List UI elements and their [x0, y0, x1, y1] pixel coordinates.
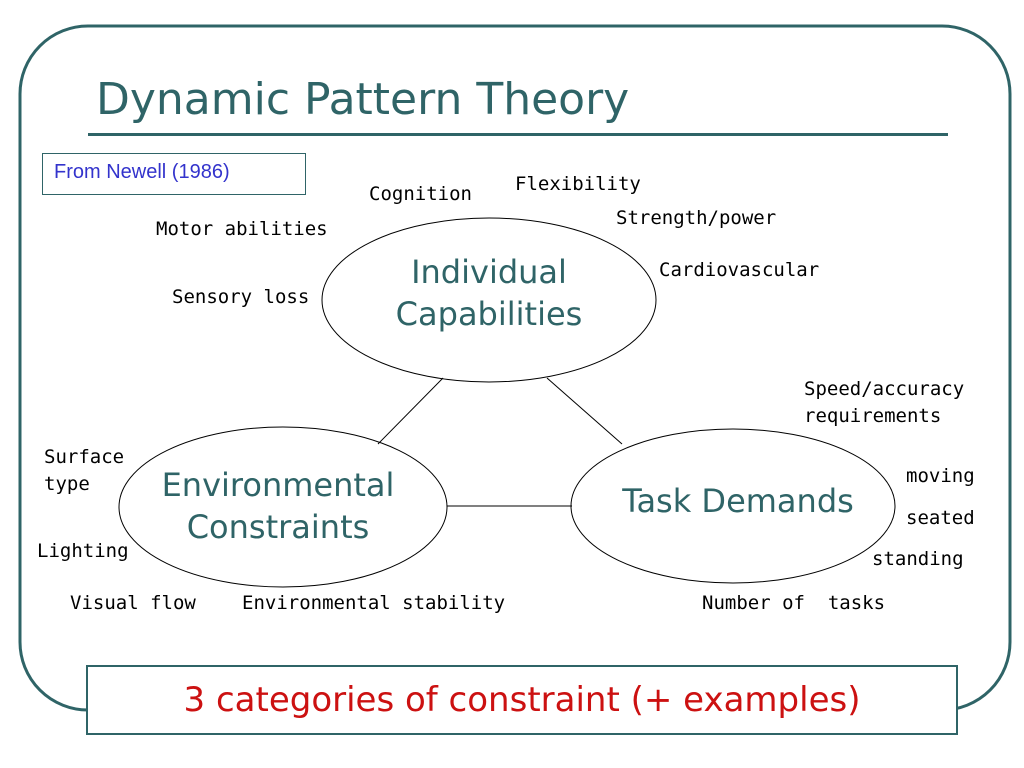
environmental-label-line2: Constraints — [186, 507, 370, 546]
example-number-of-tasks: Number of tasks — [702, 592, 886, 614]
example-visual-flow: Visual flow — [70, 592, 196, 614]
individual-label-line2: Capabilities — [395, 294, 583, 333]
example-surface-type: Surface type — [44, 444, 124, 497]
connector-individual-task — [546, 377, 623, 445]
task-label-line1: Task Demands — [622, 482, 854, 520]
example-sensory-loss: Sensory loss — [172, 286, 310, 308]
individual-capabilities-label: Individual Capabilities — [374, 252, 604, 335]
summary-banner: 3 categories of constraint (+ examples) — [86, 665, 958, 735]
individual-capabilities-ellipse — [321, 217, 657, 383]
example-speed-accuracy: Speed/accuracy requirements — [804, 376, 964, 429]
example-flexibility: Flexibility — [515, 173, 641, 195]
slide-title: Dynamic Pattern Theory — [96, 74, 630, 125]
connector-individual-environmental — [377, 377, 444, 445]
example-environmental-stability: Environmental stability — [242, 592, 506, 614]
environmental-constraints-ellipse — [118, 426, 448, 588]
task-demands-ellipse — [570, 428, 896, 584]
example-standing: standing — [872, 548, 964, 570]
example-speed-accuracy-line1: Speed/accuracy — [804, 378, 965, 400]
example-cardiovascular: Cardiovascular — [659, 259, 820, 281]
example-surface-type-line2: type — [44, 472, 90, 495]
environmental-label-line1: Environmental — [161, 466, 395, 504]
title-underline — [88, 133, 948, 136]
source-citation: From Newell (1986) — [42, 153, 306, 195]
example-cognition: Cognition — [369, 183, 472, 205]
example-motor-abilities: Motor abilities — [156, 218, 328, 240]
individual-label-line1: Individual — [411, 253, 567, 291]
example-moving: moving — [906, 465, 975, 487]
example-speed-accuracy-line2: requirements — [804, 404, 942, 427]
task-demands-label: Task Demands — [603, 481, 873, 523]
example-lighting: Lighting — [37, 540, 129, 562]
example-surface-type-line1: Surface — [44, 446, 125, 468]
environmental-constraints-label: Environmental Constraints — [138, 465, 418, 548]
example-strength-power: Strength/power — [616, 207, 777, 229]
example-seated: seated — [906, 507, 975, 529]
